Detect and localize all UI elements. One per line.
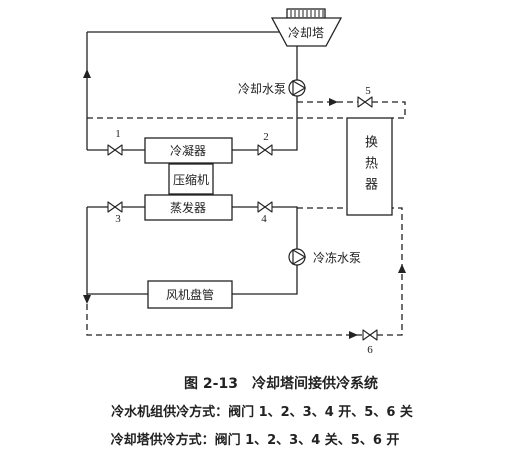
valve-5-body-left <box>357 96 366 108</box>
flow-arrow-down-icon <box>83 295 91 304</box>
heat-exchanger <box>346 117 393 216</box>
tower-mode-caption: 冷却塔供冷方式：阀门 1、2、3、4 关、5、6 开 <box>111 432 400 448</box>
flow-arrow-right-icon <box>329 98 338 106</box>
flow-arrow-right-bottom-icon <box>349 331 358 339</box>
cooling-water-pump-label: 冷却水泵 <box>238 82 286 96</box>
cooling-tower-label: 冷却塔 <box>288 26 324 40</box>
valve-4-body-left <box>257 201 266 213</box>
valve-1-body-right <box>114 144 123 156</box>
valve-5-label: 5 <box>365 85 371 97</box>
cooling-tower-fan-hatch <box>290 10 324 17</box>
valve-1-body-left <box>107 144 116 156</box>
bypass-pipe-to-heat-exchanger-b <box>372 101 406 119</box>
cooling-tower: 冷却塔 <box>270 8 343 47</box>
valve-2 <box>257 144 273 156</box>
chiller-mode-caption: 冷水机组供冷方式：阀门 1、2、3、4 开、5、6 关 <box>111 404 413 420</box>
flow-arrow-up-icon <box>83 69 91 78</box>
chilled-water-pump <box>288 248 307 266</box>
compressor-label: 压缩机 <box>173 172 209 187</box>
valve-2-label: 2 <box>263 131 269 143</box>
valve-1 <box>107 144 123 156</box>
evaporator-right-pipe-b <box>272 206 298 249</box>
valve-3-body-right <box>114 201 123 213</box>
valve-6-body-left <box>362 329 371 341</box>
fan-coil-label: 风机盘管 <box>166 287 214 302</box>
chilled-water-pipe-to-fan-coil <box>232 265 298 295</box>
heat-exchanger-label: 换热器 <box>362 135 377 198</box>
chilled-water-pump-label: 冷冻水泵 <box>313 250 361 265</box>
flow-arrow-up-right-icon <box>398 264 406 273</box>
chilled-water-pump-impeller <box>292 248 307 266</box>
bypass-chilled-pipe-right <box>377 207 403 336</box>
valve-6 <box>362 329 378 341</box>
compressor <box>168 163 214 195</box>
condenser-label: 冷凝器 <box>170 143 206 158</box>
evaporator-label: 蒸发器 <box>170 200 206 215</box>
valve-1-label: 1 <box>115 128 121 140</box>
figure-title: 图 2-13 冷却塔间接供冷系统 <box>184 375 378 392</box>
cooling-water-pump <box>288 79 307 97</box>
valve-2-body-left <box>257 144 266 156</box>
valve-3-body-left <box>107 201 116 213</box>
heat-exchanger-label-box: 换热器 <box>347 118 392 215</box>
condenser <box>144 137 233 164</box>
valve-6-label: 6 <box>367 344 373 356</box>
fan-coil <box>147 280 233 309</box>
valve-6-body-right <box>369 329 378 341</box>
valve-3 <box>107 201 123 213</box>
valve-5 <box>357 96 373 108</box>
cooling-water-pipe-to-condenser <box>272 96 298 151</box>
valve-4-label: 4 <box>261 213 267 225</box>
valve-3-label: 3 <box>115 213 121 225</box>
bypass-chilled-pipe-bottom-a <box>86 304 363 336</box>
evaporator <box>144 194 233 221</box>
cooling-water-pump-impeller <box>292 79 307 97</box>
valve-2-body-right <box>264 144 273 156</box>
valve-4 <box>257 201 273 213</box>
cooling-tower-body <box>270 17 343 47</box>
valve-4-body-right <box>264 201 273 213</box>
valve-5-body-right <box>364 96 373 108</box>
